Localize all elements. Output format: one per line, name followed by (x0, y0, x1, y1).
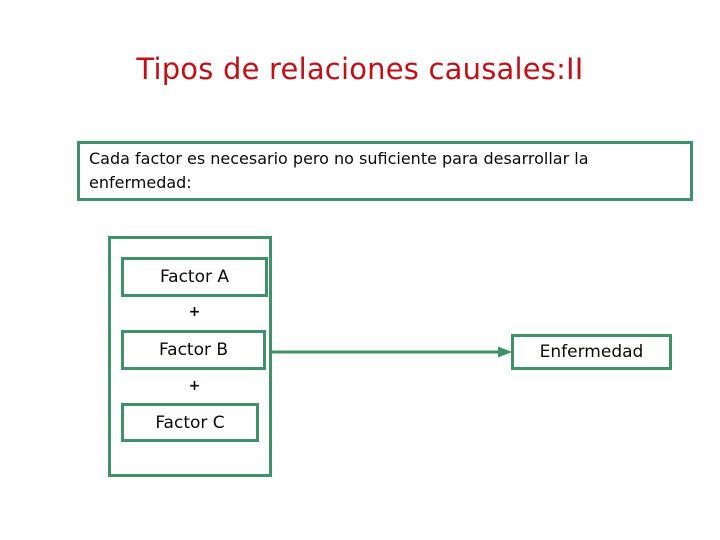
factor-label-c: Factor C (155, 412, 225, 433)
plus-operator-1: + (188, 304, 201, 320)
factor-box-a: Factor A (121, 257, 268, 297)
factor-box-c: Factor C (121, 403, 259, 442)
page-title: Tipos de relaciones causales:II (136, 52, 584, 86)
factor-label-a: Factor A (159, 267, 230, 287)
outcome-label: Enfermedad (539, 342, 644, 362)
factor-box-b: Factor B (121, 330, 266, 370)
outcome-box: Enfermedad (511, 334, 672, 370)
statement-box: Cada factor es necesario pero no suficie… (77, 141, 693, 201)
factor-label-b: Factor B (158, 340, 229, 360)
plus-operator-2: + (188, 378, 201, 394)
statement-text: Cada factor es necesario pero no suficie… (89, 149, 589, 192)
arrow-right-icon (270, 346, 512, 358)
